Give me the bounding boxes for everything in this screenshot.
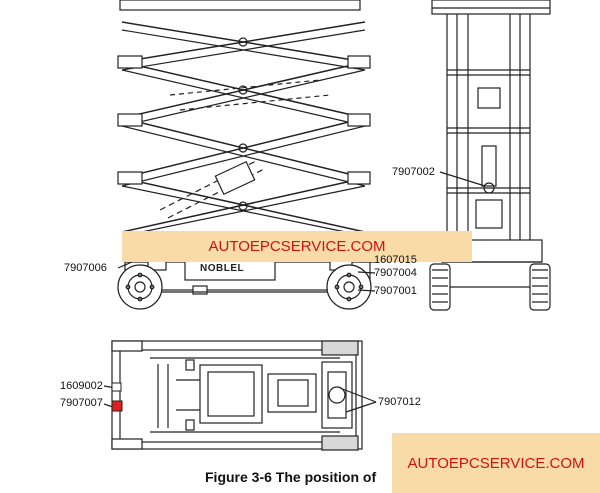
part-1609002-marker [111,382,122,392]
left-wheel [117,264,163,310]
label-7907006: 7907006 [64,262,107,274]
watermark-banner-top: AUTOEPCSERVICE.COM [122,231,472,262]
label-1607015: 1607015 [374,254,417,266]
brand-mark: NOBLEL [200,263,245,274]
watermark-banner-bottom: AUTOEPCSERVICE.COM [392,433,600,493]
figure-caption: Figure 3-6 The position of [205,469,377,485]
label-7907004: 7907004 [374,267,417,279]
label-7907012: 7907012 [378,396,421,408]
label-7907001: 7907001 [374,285,417,297]
scissor-arms-side-view [117,0,371,237]
top-view [103,340,377,451]
label-7907002: 7907002 [392,166,435,178]
rear-view [429,0,551,311]
right-wheel [326,264,372,310]
watermark-text-top: AUTOEPCSERVICE.COM [208,238,386,255]
watermark-text-bottom: AUTOEPCSERVICE.COM [407,454,585,472]
label-7907007: 7907007 [60,397,103,409]
highlighted-part-7907007 [111,400,123,412]
label-1609002: 1609002 [60,380,103,392]
